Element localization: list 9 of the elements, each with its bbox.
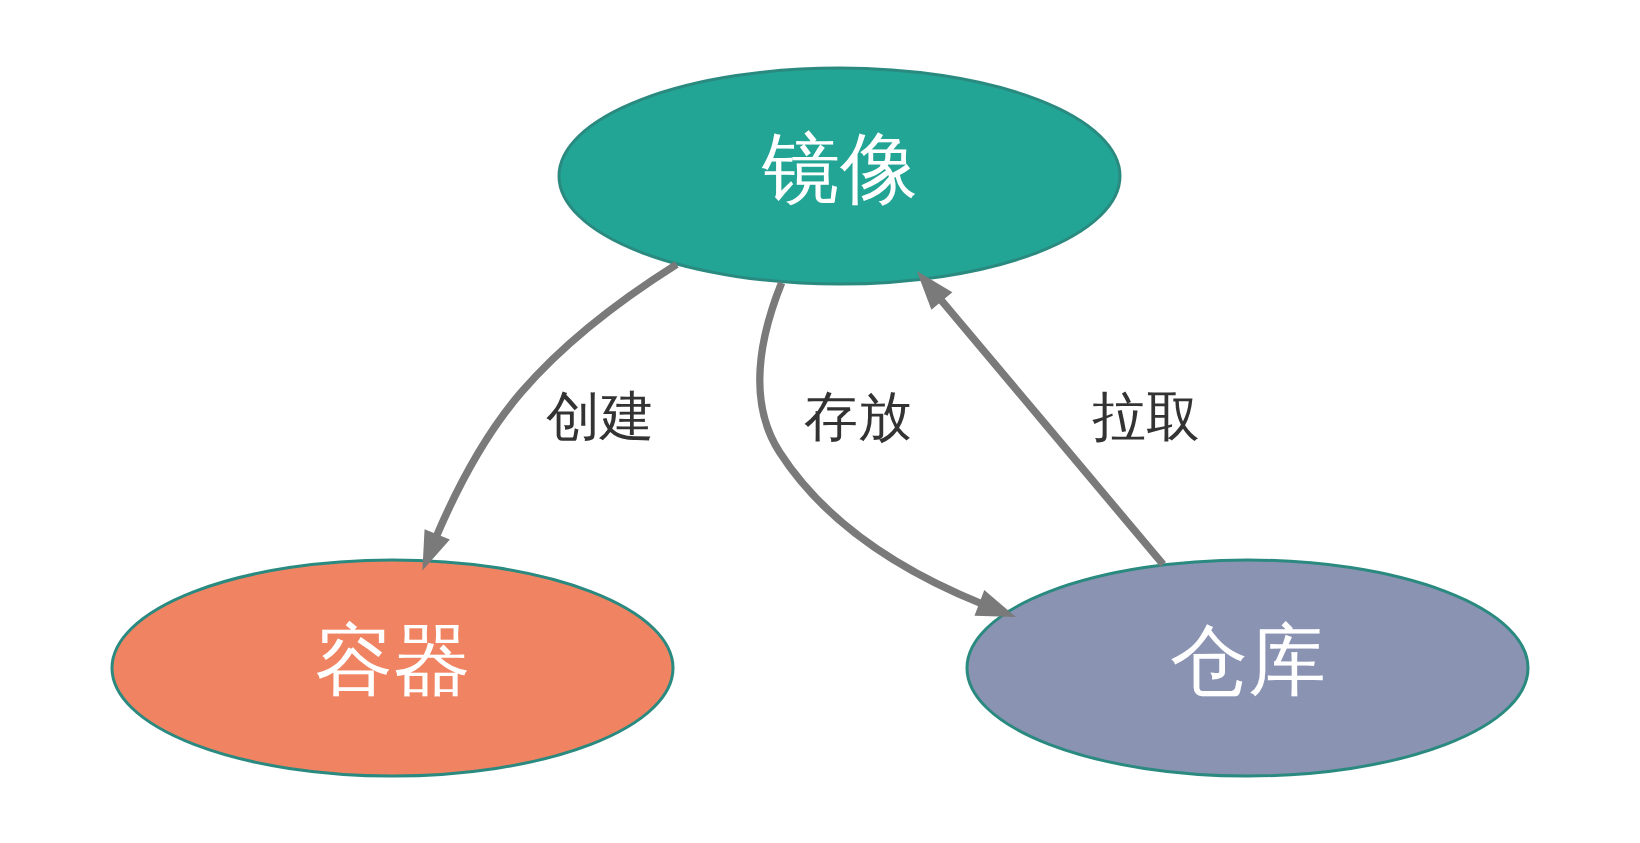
edge-label: 拉取 — [1091, 384, 1200, 448]
node-ellipse: 仓库 — [965, 558, 1530, 777]
node-ellipse: 镜像 — [557, 66, 1122, 285]
arrow — [916, 270, 1166, 567]
node-ellipse: 容器 — [110, 558, 675, 777]
edge-label: 存放 — [803, 384, 912, 448]
arrow — [422, 260, 679, 571]
edge-label: 创建 — [545, 384, 654, 448]
arrow — [756, 281, 1016, 617]
